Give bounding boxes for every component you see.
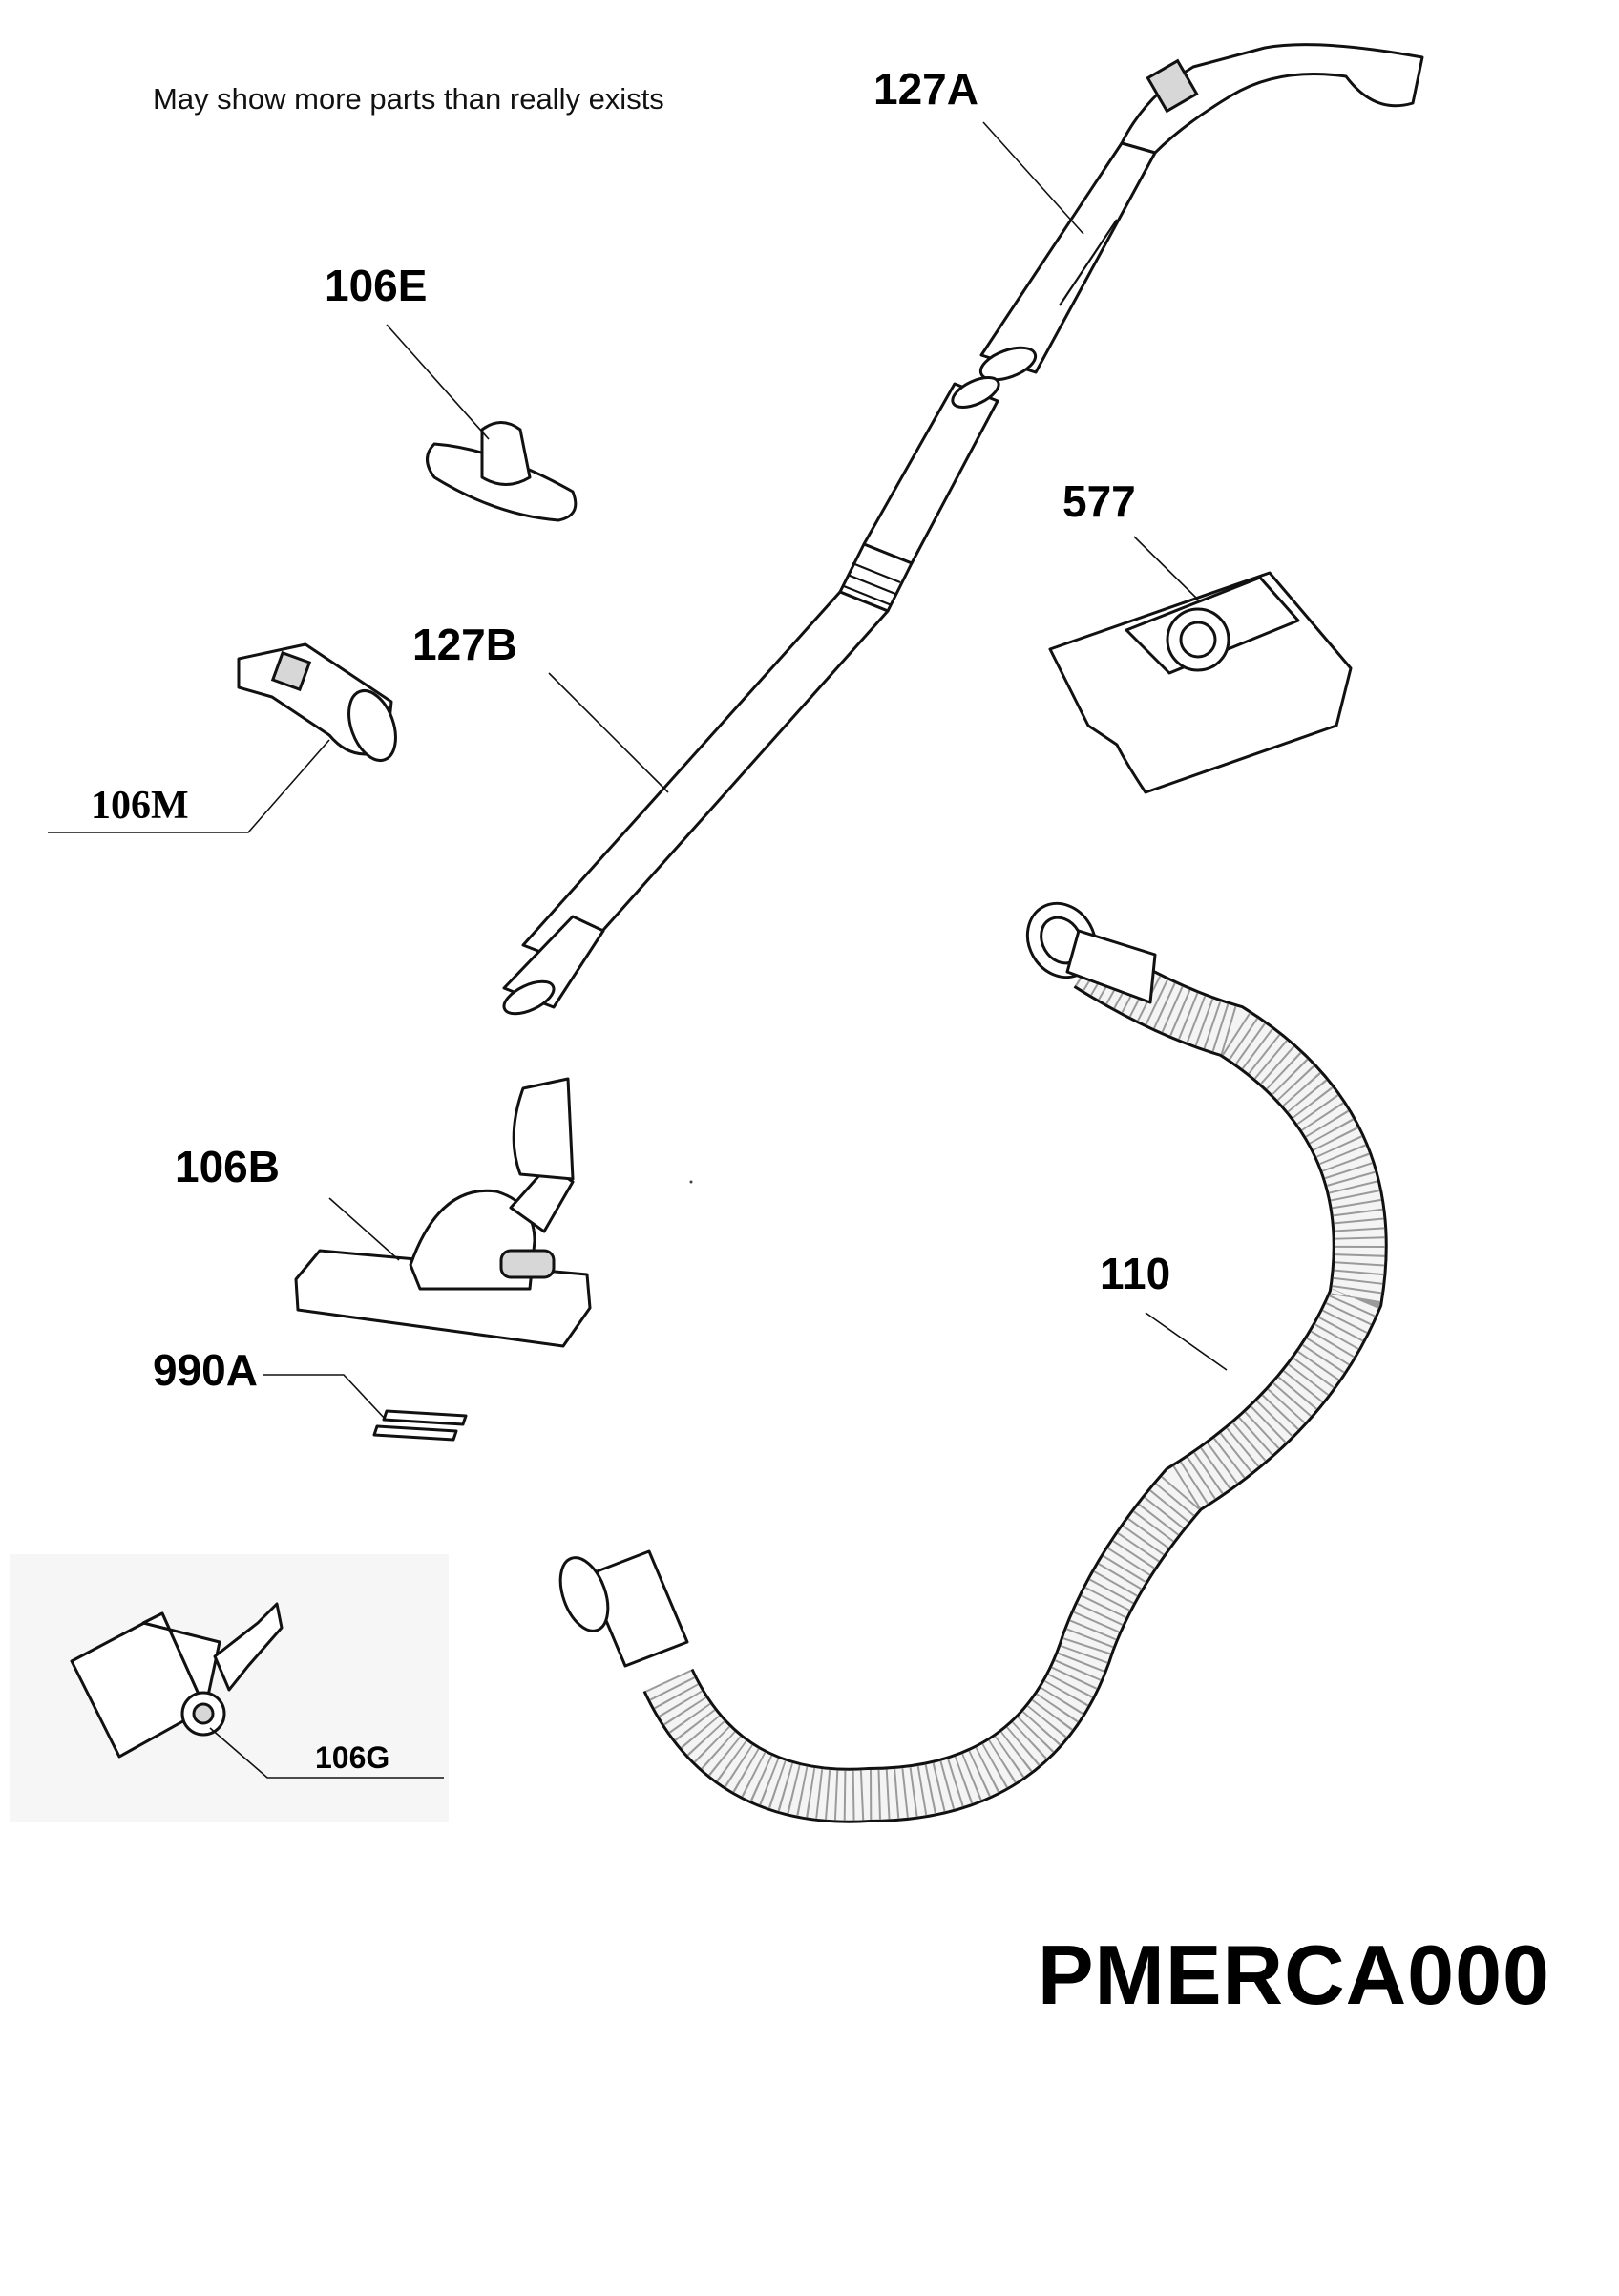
part-106G-turbo-nozzle <box>10 1554 449 1822</box>
disclaimer-note: May show more parts than really exists <box>153 82 664 116</box>
part-106M-nozzle <box>237 642 397 762</box>
part-106B-floor-nozzle <box>294 1077 592 1348</box>
leader-106E <box>386 324 490 440</box>
label-127A: 127A <box>873 64 978 114</box>
leader-110 <box>1145 1312 1228 1371</box>
part-990A-strips <box>372 1409 468 1442</box>
leader-106M <box>48 739 330 833</box>
leader-106B <box>328 1197 400 1261</box>
leader-127A <box>982 121 1084 235</box>
label-127B: 127B <box>412 620 517 669</box>
part-127A-handle <box>978 43 1424 382</box>
part-106E-nozzle <box>426 421 578 522</box>
model-code: PMERCA000 <box>1037 1927 1550 2022</box>
label-577: 577 <box>1062 476 1136 526</box>
leader-127B <box>548 672 669 793</box>
part-577-bag <box>1048 571 1353 794</box>
label-106G: 106G <box>315 1740 390 1775</box>
label-106B: 106B <box>175 1142 280 1191</box>
label-106M: 106M <box>91 784 189 828</box>
label-106E: 106E <box>325 261 428 310</box>
leader-990A <box>263 1374 388 1422</box>
label-110: 110 <box>1100 1249 1171 1298</box>
leader-106G <box>209 1727 444 1779</box>
label-990A: 990A <box>153 1345 258 1395</box>
leader-577 <box>1133 536 1199 600</box>
part-127B-tube <box>502 376 1000 1016</box>
part-110-hose <box>558 901 1388 1823</box>
